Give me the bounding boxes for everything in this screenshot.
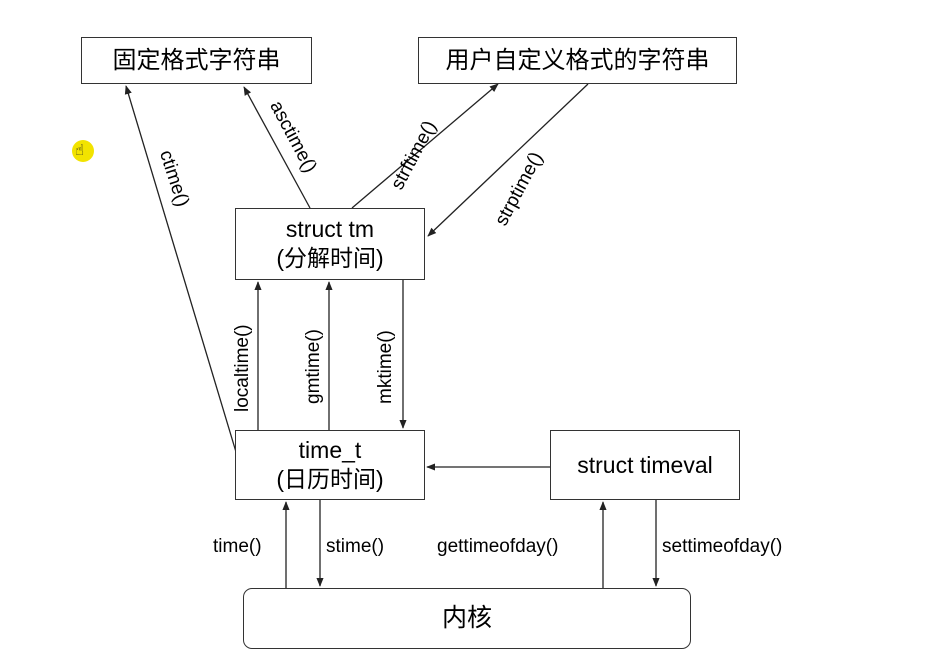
time-t-subtitle: (日历时间) <box>276 466 384 492</box>
time-t-title: time_t <box>298 437 362 463</box>
kernel-box: 内核 <box>243 588 691 649</box>
struct-timeval-label: struct timeval <box>577 451 713 478</box>
struct-tm-title: struct tm <box>285 216 375 242</box>
arrow-asctime <box>243 86 311 209</box>
arrow-ctime <box>124 85 237 453</box>
settimeofday-label: settimeofday() <box>662 536 783 557</box>
fixed-format-string-box: 固定格式字符串 <box>81 37 312 84</box>
time-t-box: time_t (日历时间) <box>235 430 425 500</box>
gettimeofday-label: gettimeofday() <box>437 536 559 557</box>
user-format-string-box: 用户自定义格式的字符串 <box>418 37 737 84</box>
arrow-strptime <box>427 83 589 237</box>
struct-tm-box: struct tm (分解时间) <box>235 208 425 280</box>
struct-timeval-box: struct timeval <box>550 430 740 500</box>
user-format-string-label: 用户自定义格式的字符串 <box>445 47 710 74</box>
gmtime-label: gmtime() <box>303 329 324 404</box>
hand-pointer-icon: ☝ <box>72 140 94 162</box>
arrow-strftime <box>351 83 499 209</box>
localtime-label: localtime() <box>232 324 253 412</box>
struct-tm-subtitle: (分解时间) <box>276 245 384 271</box>
time-label: time() <box>213 536 262 557</box>
stime-label: stime() <box>326 536 385 557</box>
mktime-label: mktime() <box>375 330 396 404</box>
fixed-format-string-label: 固定格式字符串 <box>112 47 281 74</box>
kernel-label: 内核 <box>441 604 492 632</box>
